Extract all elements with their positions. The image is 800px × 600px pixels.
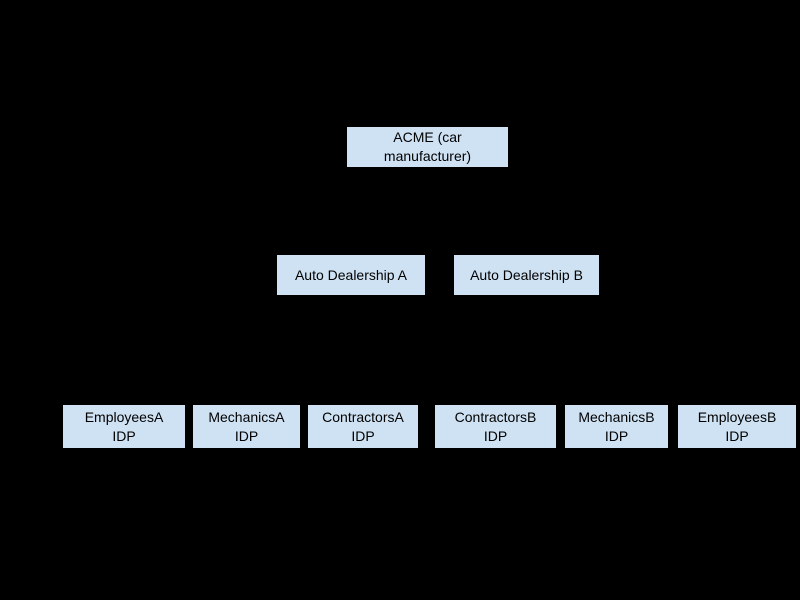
node-label-line: MechanicsB (578, 408, 655, 425)
node-label-line: IDP (725, 427, 749, 444)
node-label-line: MechanicsA (208, 408, 285, 425)
node-label-line: ACME (car (393, 129, 462, 145)
node-label-line: IDP (234, 427, 259, 444)
node-label-line: EmployeesB (697, 408, 777, 425)
node-acme-manufacturer: ACME (car manufacturer) (347, 127, 508, 167)
node-mechanics-b-idp: MechanicsB IDP (565, 405, 668, 448)
node-label-line: IDP (351, 427, 375, 444)
node-employees-a-idp: EmployeesA IDP (63, 405, 185, 448)
node-auto-dealership-b: Auto Dealership B (454, 255, 599, 295)
node-label-line: IDP (604, 427, 629, 444)
node-label-line: IDP (483, 427, 508, 444)
node-label-line: IDP (112, 427, 136, 444)
node-contractors-a-idp: ContractorsA IDP (308, 405, 418, 448)
node-label-line: manufacturer) (383, 148, 472, 164)
node-label-line: Auto Dealership A (294, 266, 408, 283)
node-label-line: ContractorsA (322, 408, 404, 425)
node-contractors-b-idp: ContractorsB IDP (435, 405, 556, 448)
node-employees-b-idp: EmployeesB IDP (678, 405, 796, 448)
node-label-line: Auto Dealership B (470, 266, 583, 283)
node-label-line: EmployeesA (84, 408, 164, 425)
node-mechanics-a-idp: MechanicsA IDP (193, 405, 300, 448)
node-auto-dealership-a: Auto Dealership A (277, 255, 425, 295)
node-label-line: ContractorsB (454, 408, 537, 425)
